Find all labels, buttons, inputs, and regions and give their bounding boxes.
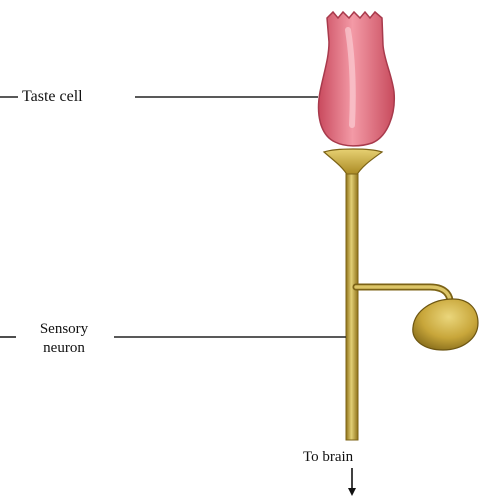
- sensory-neuron-axon: [346, 174, 358, 440]
- to-brain-label: To brain: [303, 448, 353, 466]
- sensory-neuron-cell-body: [413, 299, 478, 350]
- taste-cell: [319, 12, 395, 146]
- sensory-neuron-label-line-1: Sensory: [14, 320, 114, 339]
- synaptic-cup: [324, 149, 382, 176]
- sensory-neuron-label-line-2: neuron: [14, 339, 114, 358]
- to-brain-arrow: [348, 468, 356, 496]
- sensory-neuron-label: Sensory neuron: [14, 320, 114, 358]
- taste-cell-label: Taste cell: [22, 88, 83, 106]
